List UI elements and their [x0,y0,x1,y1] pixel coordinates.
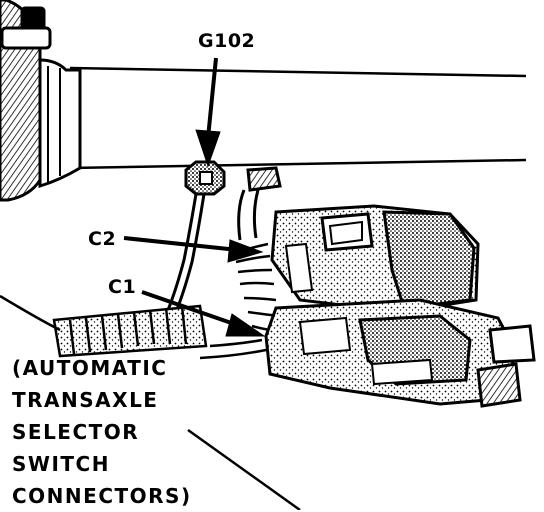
caption-line: TRANSAXLE [12,388,159,412]
c2-arrowhead [227,239,264,263]
ground-bolt-g102 [184,160,226,196]
vacuum-fitting [237,166,282,241]
c1-leader [141,290,241,328]
ground-wire [166,193,206,313]
g102-leader [206,57,218,139]
caption-line: SELECTOR [12,420,140,444]
caption-line: SWITCH [12,452,110,476]
transaxle-tube [69,66,527,170]
caption-line: (AUTOMATIC [12,356,168,380]
g102-arrowhead [195,129,221,168]
c2-leader [123,236,239,252]
corrugated-conduit [52,304,208,358]
figure-caption: (AUTOMATIC TRANSAXLE SELECTOR SWITCH CON… [12,352,192,512]
frame-line-bottom [187,428,301,510]
wire-harness [199,242,285,360]
frame-line-left [0,294,61,332]
c1-arrowhead [225,313,266,337]
callout-arrows [123,57,266,337]
g102-label: G102 [198,30,256,52]
c1-label: C1 [108,276,137,298]
connector-c1 [264,298,536,408]
caption-line: CONNECTORS) [12,484,192,508]
connector-c2 [270,204,480,314]
c2-label: C2 [88,228,117,250]
hose-clamp [0,0,82,202]
